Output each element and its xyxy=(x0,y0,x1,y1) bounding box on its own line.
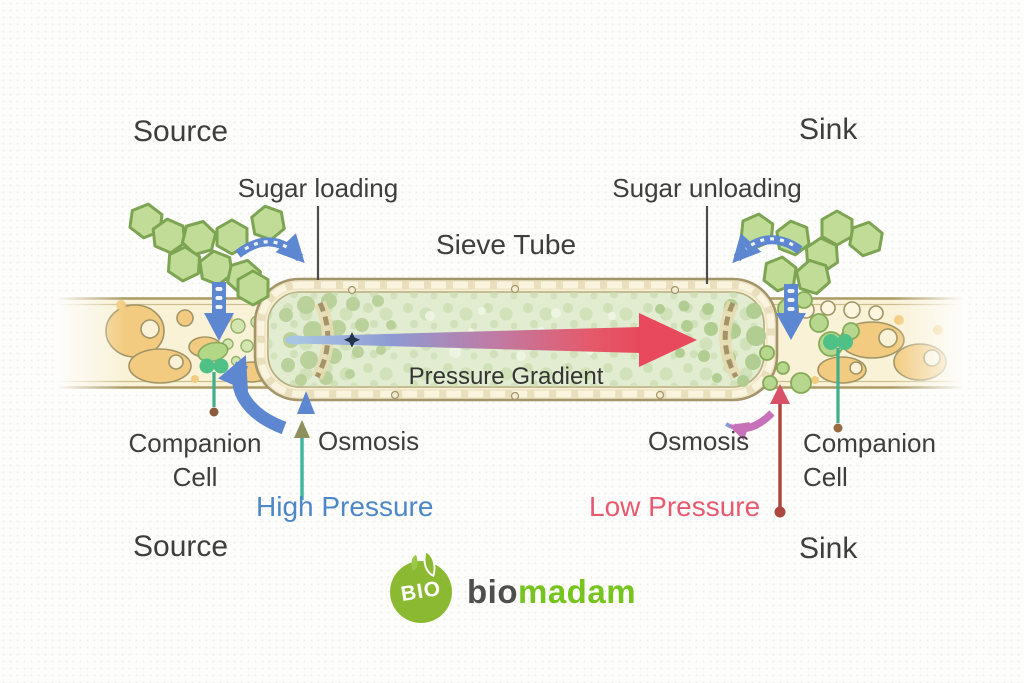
sugar-entry-arrow-left xyxy=(204,282,234,341)
low-pressure-label: Low Pressure xyxy=(589,491,761,522)
biomadam-logo: BIO biomadam xyxy=(390,549,636,623)
brand-wordmark: biomadam xyxy=(467,573,636,611)
sink-label-top: Sink xyxy=(799,113,858,146)
high-pressure-arrow xyxy=(294,420,310,500)
companion-cell-pin-right xyxy=(823,334,853,433)
companion-cell-label-left: Companion Cell xyxy=(128,428,262,493)
source-label-top: Source xyxy=(133,115,229,148)
osmosis-label-right: Osmosis xyxy=(648,426,750,456)
water-exit-pink-arrow xyxy=(728,410,775,441)
tube-wall-rivets xyxy=(347,284,680,401)
osmosis-arrow-right xyxy=(724,410,775,441)
sieve-tube-label: Sieve Tube xyxy=(435,229,577,260)
sugar-loading-arrow xyxy=(235,233,305,264)
sugar-loading-label: Sugar loading xyxy=(237,173,399,203)
bio-badge-text: BIO xyxy=(399,576,443,607)
bio-badge-icon: BIO xyxy=(390,549,452,623)
sugar-unloading-arrow xyxy=(732,233,803,264)
sparkle-icon xyxy=(344,332,360,348)
source-label-bottom: Source xyxy=(133,530,229,563)
brand-first: bio xyxy=(467,573,518,610)
sugar-unloading-label: Sugar unloading xyxy=(612,173,802,203)
low-pressure-arrow xyxy=(770,384,790,518)
brand-second: madam xyxy=(517,573,637,610)
sugar-molecules-source xyxy=(127,200,288,307)
pressure-gradient-label: Pressure Gradient xyxy=(408,363,604,390)
pressure-gradient-arrow xyxy=(285,313,697,367)
high-pressure-label: High Pressure xyxy=(256,491,434,522)
band-fade-left xyxy=(55,293,125,393)
sugar-exit-arrow-right xyxy=(776,284,806,340)
companion-cell-pin-left xyxy=(199,358,229,417)
band-fade-right xyxy=(893,293,965,393)
sink-label-bottom: Sink xyxy=(799,532,858,565)
companion-cell-label-right: Companion Cell xyxy=(803,428,936,493)
osmosis-label-left: Osmosis xyxy=(318,426,420,456)
sugar-molecules-sink xyxy=(738,209,886,299)
osmosis-arrowhead-small xyxy=(297,391,315,414)
osmosis-arrow-left xyxy=(218,355,315,435)
